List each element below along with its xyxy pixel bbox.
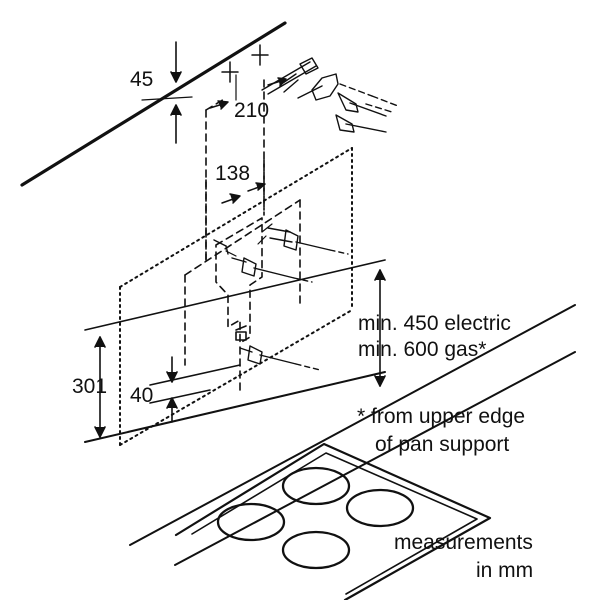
dim-ceiling-gap: 45 — [130, 68, 153, 91]
note-units-line2: in mm — [476, 559, 533, 582]
note-min-electric: min. 450 electric — [358, 312, 511, 335]
bracket-spacing-arrows — [221, 182, 266, 204]
bracket-screws — [213, 227, 349, 371]
dim-bracket-offset: 40 — [130, 384, 153, 407]
burner-front-left — [216, 502, 286, 542]
screw-tips — [225, 223, 273, 257]
burner-front-right — [281, 530, 351, 570]
wall-bracket — [215, 217, 263, 344]
note-units-line1: measurements — [394, 531, 533, 554]
ceiling-line — [20, 21, 287, 187]
burner-back-right — [345, 488, 415, 528]
note-footnote-line1: * from upper edge — [357, 405, 525, 428]
min-height-dimension — [374, 269, 386, 387]
dim-bracket-height: 301 — [72, 375, 107, 398]
top-wall-plugs — [261, 57, 399, 133]
dim-hole-spacing-top: 210 — [234, 99, 269, 122]
chimney-lower-outline — [184, 199, 301, 391]
bracket-height-dimension — [84, 259, 386, 443]
cooktop-edge-lines — [129, 304, 576, 566]
hob-burners — [216, 466, 415, 570]
dim-hole-spacing-bracket: 138 — [215, 162, 250, 185]
note-min-gas: min. 600 gas* — [358, 338, 486, 361]
ceiling-gap-arrows — [141, 41, 193, 144]
hood-body-outline — [119, 147, 353, 446]
note-footnote-line2: of pan support — [375, 433, 509, 456]
bracket-offset-dimension — [149, 356, 241, 423]
hob — [174, 442, 492, 600]
burner-back-left — [281, 466, 351, 506]
